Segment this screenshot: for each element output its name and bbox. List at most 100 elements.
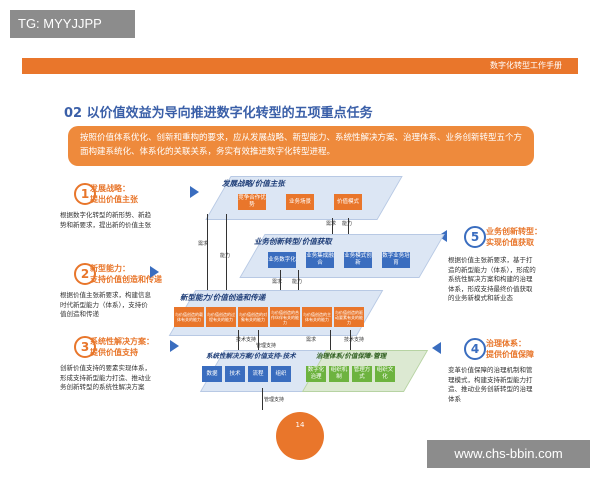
connector-label: 技术支持 bbox=[236, 337, 257, 343]
text-line: 变革价值保障的治理机制和管 bbox=[448, 366, 533, 374]
connector-line bbox=[348, 218, 349, 234]
governance-box: 组织机制 bbox=[329, 366, 349, 382]
section-heading: 治理体系： 提供价值保障 bbox=[486, 338, 534, 360]
plane-solution-label: 系统性解决方案/价值支持-技术 bbox=[206, 352, 296, 360]
page-number: 14 bbox=[295, 421, 305, 429]
section-title: 发展战略： bbox=[90, 184, 130, 193]
watermark-top: TG: MYYJJPP bbox=[10, 10, 135, 38]
section-title: 业务创新转型： bbox=[486, 227, 542, 236]
capability-box: 与价值创造的主体有关的能力 bbox=[302, 307, 332, 327]
capability-box: 与价值创造的载体有关的能力 bbox=[174, 307, 204, 327]
text-line: 根据数字化转型的新形势、新趋 bbox=[60, 211, 151, 219]
strategy-box: 竞争合作优势 bbox=[238, 194, 266, 210]
capability-box: 与价值创造的合作伙伴有关的能力 bbox=[270, 307, 300, 327]
header-band: 数字化转型工作手册 bbox=[22, 58, 578, 74]
arrow-left-1 bbox=[190, 186, 199, 198]
section-title: 系统性解决方案： bbox=[90, 337, 154, 346]
connector-label: 能力 bbox=[342, 221, 353, 227]
strategy-box: 业务场景 bbox=[286, 194, 314, 210]
connector-label: 管理支持 bbox=[256, 343, 277, 349]
connector-line bbox=[350, 330, 351, 350]
capability-box: 与价值创造的对象有关的能力 bbox=[238, 307, 268, 327]
handbook-title: 数字化转型工作手册 bbox=[490, 61, 562, 70]
section-number-2: 2 bbox=[74, 263, 96, 285]
section-text: 变革价值保障的治理机制和管 理模式，构建支持新型能力打 造、推动业务创新转型的治… bbox=[448, 366, 573, 404]
section-title: 治理体系： bbox=[486, 339, 526, 348]
text-line: 时代新型能力（体系），支持价 bbox=[60, 300, 148, 309]
text-line: 体系 bbox=[448, 394, 461, 403]
section-subtitle: 支持价值创造和传递 bbox=[90, 275, 162, 284]
connector-label: 需求 bbox=[306, 337, 317, 343]
arrow-left-3 bbox=[170, 340, 179, 352]
text-line: 值创造和传递 bbox=[60, 310, 99, 318]
text-line: 造的新型能力（体系），形成的 bbox=[448, 265, 536, 274]
connector-label: 能力 bbox=[292, 279, 303, 285]
connector-label: 需求 bbox=[326, 221, 337, 227]
text-line: 的业务新模式和新业态 bbox=[448, 294, 513, 302]
text-line: 创新价值支持的要素实现体系， bbox=[60, 364, 151, 372]
text-line: 务创新转型的系统性解决方案 bbox=[60, 383, 145, 391]
business-box: 业务模式创新 bbox=[344, 252, 372, 268]
connector-line bbox=[207, 214, 208, 290]
section-text: 根据价值主张新要求，基于打 造的新型能力（体系），形成的 系统性解决方案和构建的… bbox=[448, 256, 573, 304]
connector-line bbox=[298, 270, 299, 290]
solution-box: 组织 bbox=[271, 366, 291, 382]
section-heading: 发展战略： 提出价值主张 bbox=[90, 183, 138, 205]
plane-capability-label: 新型能力/价值创造和传递 bbox=[180, 293, 266, 302]
section-subtitle: 提供价值支持 bbox=[90, 348, 138, 357]
connector-label: 需求 bbox=[198, 241, 209, 247]
section-subtitle: 实现价值获取 bbox=[486, 238, 534, 247]
text-line: 根据价值主张新要求，构建信息 bbox=[60, 291, 151, 299]
connector-label: 管理支持 bbox=[264, 397, 285, 403]
section-heading: 新型能力： 支持价值创造和传递 bbox=[90, 263, 162, 285]
solution-box: 流程 bbox=[248, 366, 268, 382]
text-line: 系统性解决方案和构建的治理 bbox=[448, 275, 533, 283]
capability-box: 与价值创造的驱动要素有关的能力 bbox=[334, 307, 364, 327]
section-number-1: 1 bbox=[74, 183, 96, 205]
connector-line bbox=[226, 214, 227, 290]
solution-box: 技术 bbox=[225, 366, 245, 382]
section-heading: 系统性解决方案： 提供价值支持 bbox=[90, 336, 154, 358]
connector-line bbox=[332, 218, 333, 234]
text-line: 理模式，构建支持新型能力打 bbox=[448, 375, 533, 384]
strategy-box: 价值模式 bbox=[334, 194, 362, 210]
section-title: 新型能力： bbox=[90, 264, 130, 273]
text-line: 体系，形成支持最终价值获取 bbox=[448, 284, 533, 293]
connector-line bbox=[258, 330, 259, 350]
text-line: 势和新要求，提出新的价值主张 bbox=[60, 220, 151, 229]
section-heading: 业务创新转型： 实现价值获取 bbox=[486, 226, 542, 248]
business-box: 数字业务培育 bbox=[382, 252, 410, 268]
section-number-3: 3 bbox=[74, 336, 96, 358]
text-line: 形成支持新型能力打造、推动业 bbox=[60, 373, 151, 382]
governance-box: 管理方式 bbox=[352, 366, 372, 382]
arrow-right-4 bbox=[432, 342, 441, 354]
governance-box: 组织文化 bbox=[375, 366, 395, 382]
section-subtitle: 提供价值保障 bbox=[486, 350, 534, 359]
page-number-badge: 14 bbox=[276, 412, 324, 460]
capability-box: 与价值创造的过程有关的能力 bbox=[206, 307, 236, 327]
section-text: 根据价值主张新要求，构建信息 时代新型能力（体系），支持价 值创造和传递 bbox=[60, 291, 190, 320]
section-number-5: 5 bbox=[464, 226, 486, 248]
plane-business-label: 业务创新转型/价值获取 bbox=[254, 237, 332, 246]
business-box: 业务集成融合 bbox=[306, 252, 334, 268]
connector-label: 能力 bbox=[220, 253, 231, 259]
intro-banner: 按照价值体系优化、创新和重构的要求，应从发展战略、新型能力、系统性解决方案、治理… bbox=[68, 126, 534, 166]
section-text: 根据数字化转型的新形势、新趋 势和新要求，提出新的价值主张 bbox=[60, 211, 190, 230]
text-line: 根据价值主张新要求，基于打 bbox=[448, 256, 533, 264]
connector-line bbox=[262, 388, 263, 410]
section-subtitle: 提出价值主张 bbox=[90, 195, 138, 204]
connector-line bbox=[280, 270, 281, 290]
text-line: 造、推动业务创新转型的治理 bbox=[448, 385, 533, 393]
page-title: 02 以价值效益为导向推进数字化转型的五项重点任务 bbox=[64, 106, 373, 121]
arrow-left-2 bbox=[150, 266, 159, 278]
connector-line bbox=[330, 330, 331, 350]
plane-strategy-label: 发展战略/价值主张 bbox=[222, 179, 285, 188]
solution-box: 数据 bbox=[202, 366, 222, 382]
watermark-bottom: www.chs-bbin.com bbox=[427, 440, 590, 468]
section-number-4: 4 bbox=[464, 338, 486, 360]
connector-label: 需求 bbox=[272, 279, 283, 285]
connector-line bbox=[238, 330, 239, 350]
governance-box: 数字化治理 bbox=[306, 366, 326, 382]
connector-label: 技术支持 bbox=[344, 337, 365, 343]
